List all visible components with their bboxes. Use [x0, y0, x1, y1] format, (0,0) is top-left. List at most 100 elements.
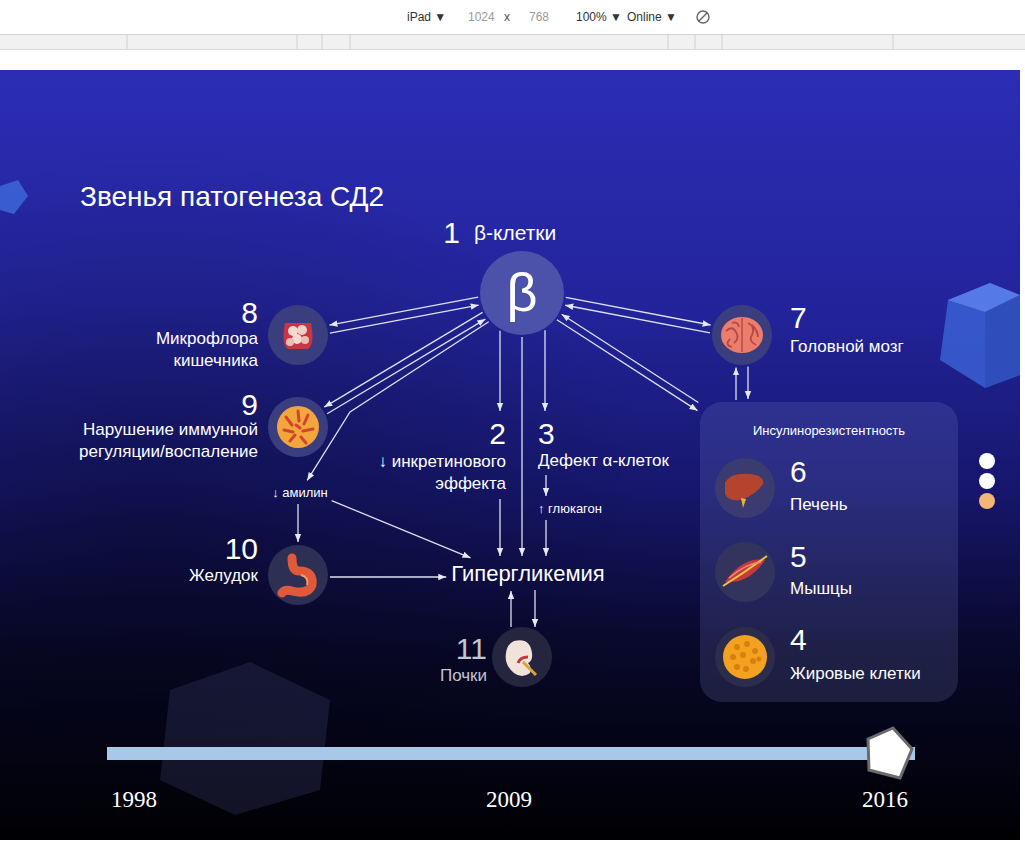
text-slot: β: [506, 261, 537, 323]
connector-arrow: [324, 312, 482, 407]
node-label: Печень: [790, 495, 848, 515]
rotate-icon: [697, 11, 709, 23]
deco-cube: [940, 283, 1020, 388]
organ-node: 5Мышцы: [715, 542, 775, 602]
node-label: Микрофлора кишечника: [154, 328, 258, 372]
node-circle: [715, 542, 775, 602]
node-label: Желудок: [189, 566, 258, 586]
panel-heading: Инсулинорезистентность: [753, 423, 905, 438]
node-circle: [268, 397, 328, 457]
dimension-value: 1024: [468, 10, 495, 24]
organ-icon: [725, 474, 763, 508]
ruler-ticks: [127, 35, 893, 49]
text-slot: Микрофлора кишечника: [154, 328, 258, 372]
text-slot: iPad ▼: [407, 10, 446, 24]
callout-number: 1: [443, 215, 460, 250]
page-dot: [979, 453, 995, 469]
connector-arrow: [747, 366, 748, 399]
timeline-bar: [107, 747, 915, 760]
callout-number: 7: [790, 300, 807, 335]
dimension-value: 768: [529, 10, 549, 24]
connector-arrow: [330, 576, 446, 577]
node-label: ↑ глюкагон: [538, 501, 602, 516]
connector-arrow: [332, 501, 471, 558]
slide-ground: [0, 70, 1020, 840]
node-label: ↓ амилин: [272, 485, 328, 500]
node-label: ↓ инкретинового эффекта: [377, 451, 506, 495]
node-circle: [268, 305, 328, 365]
organ-icon: [277, 406, 319, 448]
text-slot: Почки: [440, 666, 487, 686]
text-slot: 6: [790, 454, 807, 489]
text-slot: 1998: [111, 787, 157, 813]
node-outline: [492, 627, 552, 687]
toolbar-rule: [0, 34, 1025, 35]
diagram-title: Звенья патогенеза СД2: [80, 181, 384, 213]
node-label: Мышцы: [790, 579, 852, 599]
deco-cube: [160, 662, 330, 815]
node-label: Нарушение иммунной регуляции/воспаление: [78, 419, 258, 463]
connector-arrow: [557, 320, 698, 411]
node-circle: [480, 251, 564, 335]
hormone-text: ↑ глюкагон: [536, 499, 604, 518]
connector-arrow: [327, 319, 485, 414]
timeline-year: 2016: [862, 787, 908, 813]
pathogenesis-text: 3Дефект α-клеток: [536, 414, 671, 473]
timeline-year: 1998: [111, 787, 157, 813]
connector-arrow: [521, 337, 522, 556]
slide-shade: [0, 70, 1020, 840]
node-circle: [715, 627, 775, 687]
connector-arrow: [499, 331, 500, 411]
node-outline: [268, 305, 328, 365]
node-outline: [715, 458, 775, 518]
node-circle: [492, 627, 552, 687]
callout-number: 3: [538, 416, 669, 451]
node-label: Жировые клетки: [790, 664, 921, 684]
connector-arrow: [544, 330, 545, 411]
device-name: iPad ▼: [407, 10, 446, 24]
text-slot: β-клетки: [474, 221, 556, 245]
connector-arrow: [562, 314, 699, 402]
callout-number: 8: [241, 295, 258, 330]
connector-arrow: [499, 499, 500, 556]
text-slot: 9: [241, 387, 258, 422]
node-label: Гипергликемия: [451, 561, 604, 586]
text-slot: 768: [529, 10, 549, 24]
organ-node: 6Печень: [715, 458, 775, 518]
text-slot: Желудок: [189, 566, 258, 586]
organ-icon: [721, 317, 763, 353]
node-outline: [715, 627, 775, 687]
hormone-text: ↓ амилин: [270, 483, 330, 502]
pathogenesis-text: 2↓ инкретинового эффекта: [375, 414, 508, 497]
connector-arrow: [330, 305, 479, 333]
text-slot: 8: [241, 295, 258, 330]
node-circle: [715, 458, 775, 518]
node-label: β-клетки: [474, 221, 556, 245]
organ-node: 9Нарушение иммунной регуляции/воспаление: [268, 397, 328, 457]
node-outline: [268, 545, 328, 605]
page-dot: [979, 473, 995, 489]
organ-node: 7Головной мозг: [712, 305, 772, 365]
timeline-handle: [868, 728, 912, 778]
connector-arrow: [565, 305, 710, 333]
text-slot: 100% ▼: [576, 10, 622, 24]
text-slot: 11: [456, 631, 487, 666]
organ-icon: [723, 556, 767, 586]
connector-arrow: [545, 520, 546, 556]
connector-arrow: [735, 367, 736, 400]
connector-arrow: [297, 504, 298, 542]
node-label: Дефект α-клеток: [538, 451, 669, 471]
ruler-rule: [0, 49, 1025, 50]
organ-node: 8Микрофлора кишечника: [268, 305, 328, 365]
timeline-year: 2009: [486, 787, 532, 813]
network-menu: Online ▼: [627, 10, 677, 24]
node-outline: [268, 397, 328, 457]
organ-node: 4Жировые клетки: [715, 627, 775, 687]
callout-number: 10: [225, 531, 258, 566]
node-label: Почки: [440, 666, 487, 686]
connector-arrow: [566, 297, 711, 325]
connector-arrow: [545, 475, 546, 496]
text-slot: Инсулинорезистентность: [753, 423, 905, 438]
text-slot: 10: [225, 531, 258, 566]
text-slot: 2009: [486, 787, 532, 813]
